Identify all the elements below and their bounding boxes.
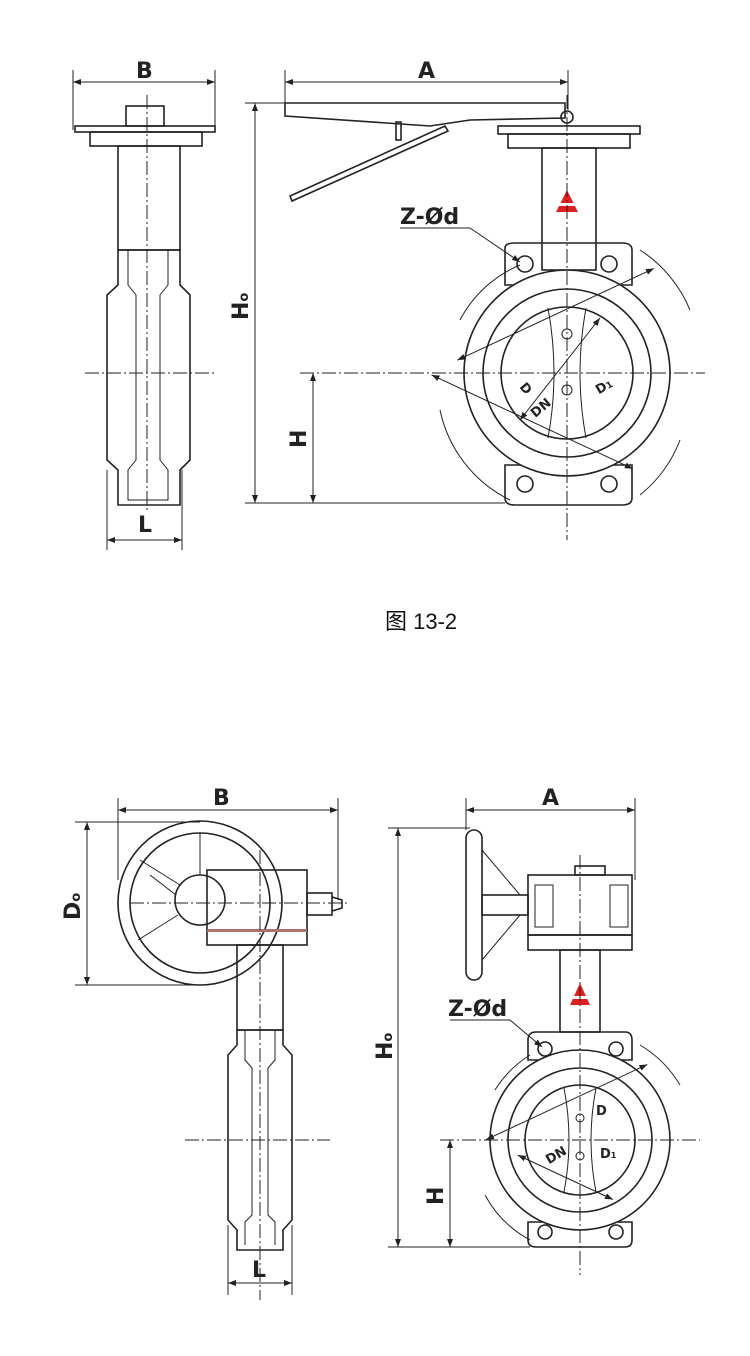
label-d1: D1 (593, 376, 615, 398)
label-d: D (596, 1104, 607, 1119)
figure-caption: 图 13-2 (385, 609, 458, 634)
label-h: H (424, 1187, 449, 1205)
label-h: H (287, 430, 312, 448)
label-d0: Do (61, 893, 86, 920)
top-side-view: B L (72, 59, 216, 550)
lever-handle (284, 102, 566, 127)
label-z-d: Z-Ød (448, 997, 507, 1022)
handwheel-side (465, 829, 483, 981)
label-d1: D1 (600, 1147, 617, 1162)
label-b: B (136, 59, 153, 84)
label-h0: Ho (373, 1033, 398, 1060)
top-front-view: A Z-Ød D DN D1 Ho H (229, 59, 705, 540)
label-a: A (542, 786, 559, 811)
label-h0: Ho (229, 293, 254, 320)
label-b: B (213, 786, 230, 811)
label-l: L (138, 513, 152, 538)
label-a: A (418, 59, 435, 84)
bottom-side-view: B Do L (61, 786, 350, 1300)
label-l: L (252, 1258, 266, 1283)
label-z-d: Z-Ød (400, 205, 459, 230)
bottom-front-view: A Z-Ød D DN D1 Ho H (373, 786, 700, 1275)
